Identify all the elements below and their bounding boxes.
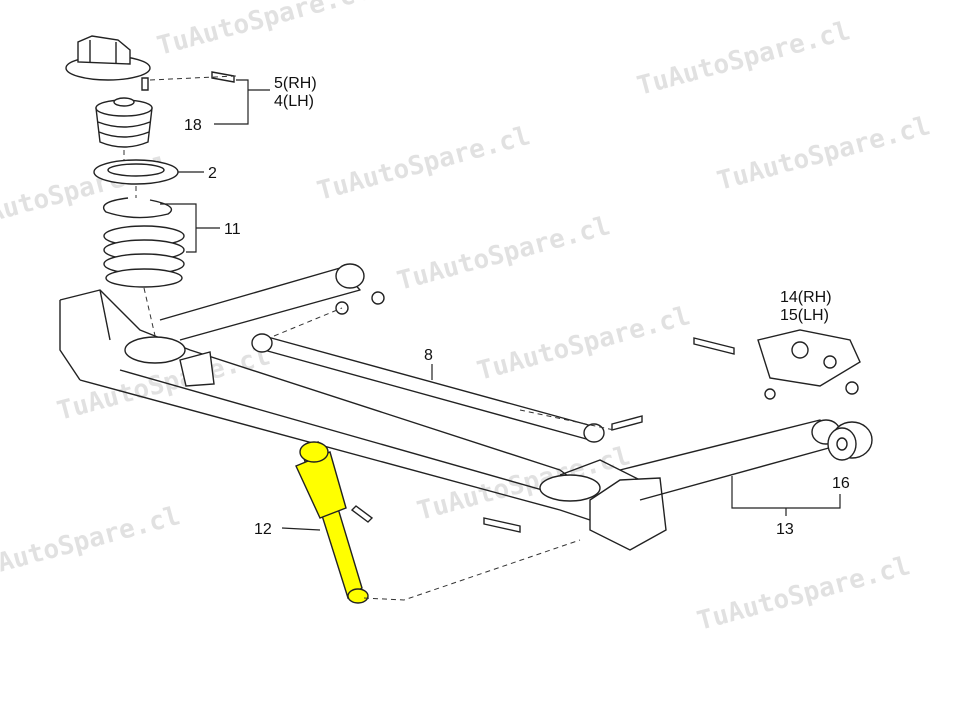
label-2: 2 bbox=[208, 165, 217, 182]
label-4-lh: 4(LH) bbox=[274, 93, 314, 110]
trailing-arm-left bbox=[159, 267, 361, 341]
watermark: TuAutoSpare.cl bbox=[694, 551, 913, 637]
label-18: 18 bbox=[184, 117, 202, 134]
callout-labels: 5(RH) 4(LH) 18 2 11 8 14(RH) 15(LH) 16 1… bbox=[184, 75, 850, 538]
label-14-rh: 14(RH) bbox=[780, 289, 832, 306]
bump-stop bbox=[95, 97, 153, 148]
watermark: TuAutoSpare.cl bbox=[0, 501, 184, 587]
watermark: TuAutoSpare.cl bbox=[154, 0, 373, 62]
watermark: TuAutoSpare.cl bbox=[714, 111, 933, 197]
axle-beam bbox=[59, 289, 667, 551]
watermark: TuAutoSpare.cl bbox=[394, 211, 613, 297]
watermark: TuAutoSpare.cl bbox=[314, 121, 533, 207]
bracket-14-15 bbox=[693, 329, 861, 400]
coil-spring bbox=[103, 225, 185, 288]
arm-bushing-left bbox=[335, 263, 365, 289]
bushing bbox=[827, 421, 873, 461]
shock-absorber bbox=[295, 440, 521, 604]
upper-mount bbox=[65, 35, 235, 91]
label-5-rh: 5(RH) bbox=[274, 75, 317, 92]
watermark: TuAutoSpare.cl bbox=[634, 16, 853, 102]
label-8: 8 bbox=[424, 347, 433, 364]
label-15-lh: 15(LH) bbox=[780, 307, 829, 324]
label-11: 11 bbox=[224, 221, 241, 238]
leader-lines bbox=[160, 79, 841, 531]
lateral-rod bbox=[251, 291, 643, 443]
label-16: 16 bbox=[832, 475, 850, 492]
label-12: 12 bbox=[254, 521, 272, 538]
label-13: 13 bbox=[776, 521, 794, 538]
spring-seat bbox=[93, 159, 179, 185]
watermark: TuAutoSpare.cl bbox=[474, 301, 693, 387]
spring-clip bbox=[102, 197, 173, 219]
